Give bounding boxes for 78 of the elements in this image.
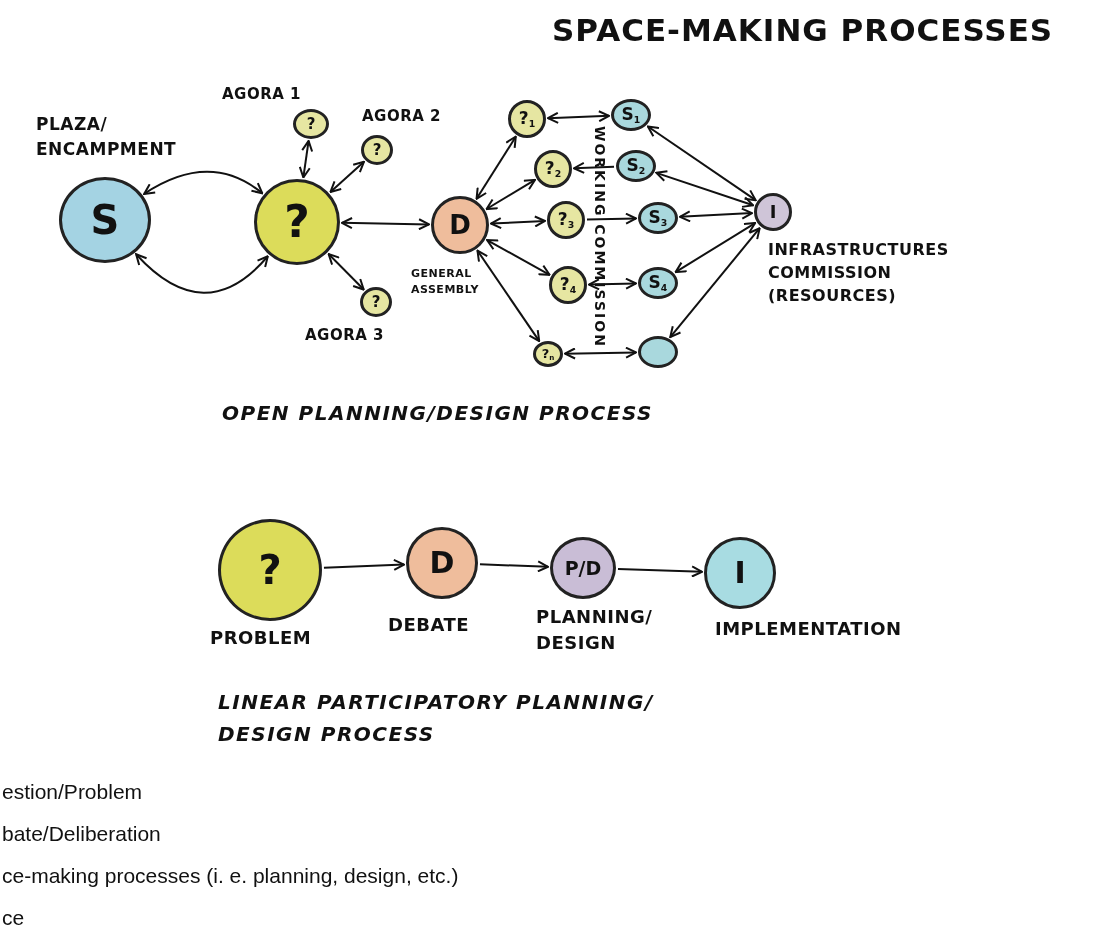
arrow <box>322 558 406 571</box>
circle-node <box>549 266 587 304</box>
arrow <box>327 253 365 291</box>
note-text: estion/Problem <box>2 780 143 804</box>
node-caption: PLANNING/ DESIGN <box>536 605 654 656</box>
arrow <box>475 135 517 200</box>
diagram-title: SPACE-MAKING PROCESSES <box>552 12 1054 48</box>
arrow <box>489 215 546 230</box>
arrow <box>573 161 615 174</box>
node-label: ? <box>371 294 381 310</box>
arrow <box>341 217 430 231</box>
circle-node <box>638 267 678 299</box>
arrow <box>135 253 269 294</box>
node-label: ?$_{n}$ <box>541 346 555 362</box>
arrow <box>298 139 314 179</box>
section-caption: OPEN PLANNING/DESIGN PROCESS <box>222 400 654 427</box>
note-text: ce <box>2 906 25 930</box>
arrow <box>646 125 757 202</box>
node-label: D <box>449 212 471 238</box>
circle-node <box>293 109 329 139</box>
arrow <box>486 239 551 276</box>
node-caption: PLAZA/ ENCAMPMENT <box>36 113 178 161</box>
node-label: S <box>90 200 120 240</box>
section-caption: LINEAR PARTICIPATORY PLANNING/ DESIGN PROCESS <box>218 689 655 748</box>
circle-node <box>611 99 651 131</box>
arrow <box>485 178 536 210</box>
circle-node <box>534 150 572 188</box>
node-label: P/D <box>564 558 602 578</box>
node-label: ?$_{3}$ <box>557 210 575 230</box>
circle-node <box>431 196 489 254</box>
arrow <box>586 212 637 225</box>
node-label: I <box>734 558 746 588</box>
circle-node <box>547 201 585 239</box>
node-label: ?$_{1}$ <box>518 109 536 129</box>
arrow <box>655 170 755 208</box>
arrow <box>479 560 549 573</box>
arrow <box>547 110 610 124</box>
node-label: S$_{4}$ <box>648 273 668 293</box>
node-label: ? <box>258 550 282 590</box>
circle-node <box>616 150 656 182</box>
arrow <box>674 222 757 274</box>
node-caption: PROBLEM <box>210 626 312 650</box>
vertical-label: WORKING COMMISSION <box>592 126 608 346</box>
node-caption: AGORA 3 <box>305 325 384 346</box>
node-caption: DEBATE <box>388 613 470 637</box>
circle-node <box>360 287 392 317</box>
node-label: ?$_{4}$ <box>559 275 577 295</box>
node-label: ? <box>284 200 310 244</box>
node-label: D <box>429 548 455 578</box>
node-label: S$_{2}$ <box>626 156 646 176</box>
node-caption: AGORA 1 <box>222 84 301 105</box>
arrow <box>617 565 703 578</box>
circle-node <box>638 202 678 234</box>
arrow <box>329 160 365 193</box>
circle-node <box>638 336 678 368</box>
circle-node <box>754 193 792 231</box>
node-label: ?$_{2}$ <box>544 159 562 179</box>
circle-node <box>254 179 340 265</box>
arrow <box>564 346 637 360</box>
node-caption: GENERAL ASSEMBLY <box>411 266 480 298</box>
node-label: S$_{1}$ <box>621 105 641 125</box>
node-caption: AGORA 2 <box>362 106 441 127</box>
arrow <box>588 277 637 291</box>
arrow <box>678 207 754 223</box>
circle-node <box>533 341 563 367</box>
note-text: bate/Deliberation <box>2 822 161 846</box>
node-label: ? <box>306 116 316 132</box>
arrow <box>143 170 264 195</box>
node-caption: INFRASTRUCTURES COMMISSION (RESOURCES) <box>768 239 950 308</box>
node-label: ? <box>372 142 382 158</box>
arrow <box>476 249 541 343</box>
circle-node <box>361 135 393 165</box>
node-label: I <box>769 203 777 221</box>
arrow <box>669 227 761 339</box>
node-caption: IMPLEMENTATION <box>715 617 902 641</box>
note-text: ce-making processes (i. e. planning, design, etc.) <box>2 864 459 888</box>
circle-node <box>508 100 546 138</box>
node-label: S$_{3}$ <box>648 208 668 228</box>
